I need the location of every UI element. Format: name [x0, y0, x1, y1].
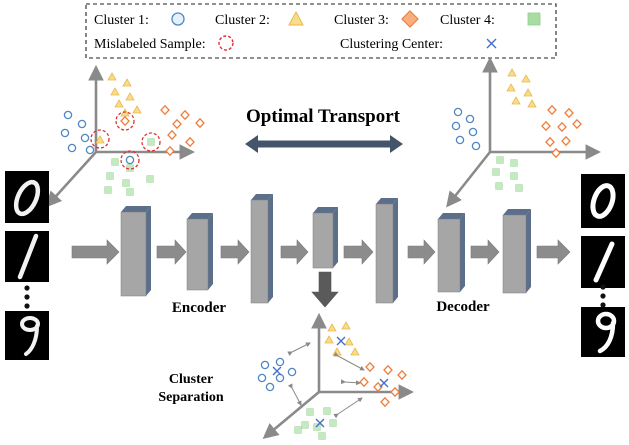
legend: Cluster 1: Cluster 2: Cluster 3: Cluster…	[85, 3, 557, 59]
flow-arrows	[71, 239, 571, 308]
decoder-label: Decoder	[436, 299, 490, 315]
decoder-layer-1	[375, 198, 398, 304]
square-icon	[527, 12, 541, 26]
legend-cluster4-label: Cluster 4:	[440, 13, 495, 28]
legend-cluster3-label: Cluster 3:	[334, 13, 389, 28]
digit-0-output-image	[581, 174, 625, 228]
scatter-separation	[257, 312, 415, 440]
cluster-separation-line2: Separation	[158, 390, 224, 405]
legend-mislabeled-label: Mislabeled Sample:	[94, 37, 206, 52]
encoder-layer-1	[120, 206, 151, 297]
legend-center-label: Clustering Center:	[340, 37, 443, 52]
encoder-layer-3	[250, 194, 273, 304]
cross-icon	[486, 38, 497, 49]
legend-cluster2-label: Cluster 2:	[215, 13, 270, 28]
input-digits	[5, 171, 49, 360]
optimal-transport-label: Optimal Transport	[246, 106, 401, 127]
optimal-transport-arrow	[245, 135, 403, 153]
output-digits	[581, 174, 625, 357]
encoder-label: Encoder	[172, 300, 227, 316]
diamond-icon	[401, 10, 419, 28]
legend-cluster1-label: Cluster 1:	[94, 13, 149, 28]
triangle-icon	[288, 10, 304, 26]
scatter-after	[446, 56, 602, 208]
encoder-layer-2	[186, 213, 213, 291]
dashed-circle-icon	[218, 35, 234, 51]
decoder-layer-3	[502, 209, 531, 294]
digit-0-input-image	[5, 171, 49, 223]
latent-layer	[312, 207, 338, 269]
scatter-before	[45, 64, 205, 208]
decoder-layer-2	[437, 213, 465, 293]
network-layers	[120, 194, 531, 304]
cluster-separation-line1: Cluster	[169, 372, 213, 387]
circle-icon	[171, 12, 185, 26]
